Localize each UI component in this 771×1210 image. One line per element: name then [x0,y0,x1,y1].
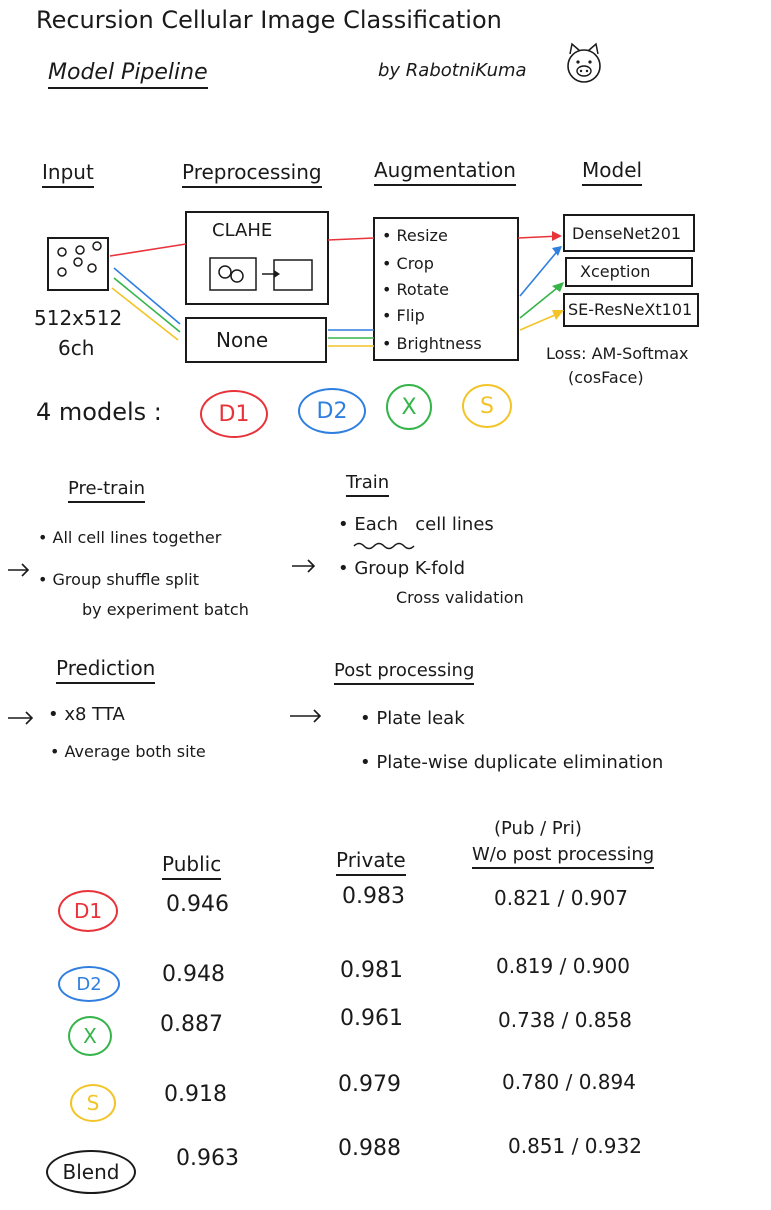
train-bullet: • Group K-fold [338,558,466,579]
row-badge-d1: D1 [58,890,118,932]
cell-wo: 0.819 / 0.900 [496,954,630,978]
badge-x: X [386,384,432,430]
prediction-bullet: • Average both site [50,742,206,761]
post-bullet: • Plate-wise duplicate elimination [360,752,664,773]
pretrain-bullet: • Group shuffle split [38,570,199,589]
cell-dot [57,267,67,277]
page-subtitle: Model Pipeline [48,60,208,89]
loss-label: Loss: AM-Softmax [546,344,689,363]
heading-postprocessing: Post processing [334,660,475,685]
input-image-box [47,237,109,291]
augmentation-box [373,217,519,361]
xception-box [565,257,693,287]
cell-private: 0.981 [340,958,403,983]
heading-augmentation: Augmentation [374,158,516,186]
models-count-label: 4 models : [36,398,162,426]
before-thumb [209,257,257,291]
pretrain-bullet: • All cell lines together [38,528,222,547]
train-bullet-cont: Cross validation [396,588,524,607]
cell-private: 0.983 [342,884,405,909]
page-title: Recursion Cellular Image Classification [36,6,502,34]
emphasis-squiggle [353,542,415,550]
arrow-head-icon [552,246,562,256]
pig-face-icon [567,42,601,83]
clahe-label: CLAHE [212,220,273,241]
cell-public: 0.963 [176,1146,239,1171]
cell-private: 0.961 [340,1006,403,1031]
red-path [109,243,187,257]
model-xception: Xception [580,262,651,281]
row-badge-x: X [68,1016,112,1056]
input-dims: 512x512 [34,306,123,330]
green-path [113,277,181,333]
aug-crop: • Crop [382,254,434,273]
col-private: Private [336,848,406,876]
loss-note: (cosFace) [568,368,644,387]
row-badge-s: S [70,1084,116,1122]
col-public: Public [162,852,222,880]
arrow-head-icon [552,282,564,292]
model-densenet: DenseNet201 [572,224,682,243]
arrow-head-icon [552,310,564,320]
cell-dot [75,245,85,255]
pretrain-bullet-cont: by experiment batch [82,600,249,619]
heading-input: Input [42,160,94,188]
cell-dot [92,241,102,251]
heading-preprocessing: Preprocessing [182,160,322,188]
arrow-head-icon [274,270,280,278]
cell-public: 0.948 [162,962,225,987]
cell-private: 0.979 [338,1072,401,1097]
cell-dot [57,247,67,257]
aug-brightness: • Brightness [382,334,482,353]
cell-public: 0.946 [166,892,229,917]
clahe-box [185,211,329,305]
blue-path [113,267,181,325]
cell-dot [87,263,97,273]
arrow-head-icon [552,231,562,241]
badge-s: S [462,384,512,428]
cell-wo: 0.780 / 0.894 [502,1070,636,1094]
none-label: None [216,328,269,352]
col-wo-post: W/o post processing [472,844,655,869]
aug-rotate: • Rotate [382,280,449,299]
results-note: (Pub / Pri) [494,818,582,839]
densenet-box [563,214,695,252]
cell-public: 0.887 [160,1012,223,1037]
yellow-path [111,287,179,341]
row-badge-d2: D2 [58,966,120,1002]
cell-dot [73,257,83,267]
heading-train: Train [346,472,390,497]
cell-wo: 0.821 / 0.907 [494,886,628,910]
train-bullet: • Each cell lines [338,514,494,535]
row-badge-blend: Blend [46,1150,136,1194]
after-thumb [273,259,313,291]
badge-d2: D2 [298,388,366,434]
heading-pretrain: Pre-train [68,478,146,503]
model-seresnext: SE-ResNeXt101 [568,300,693,319]
cell-public: 0.918 [164,1082,227,1107]
cell-private: 0.988 [338,1136,401,1161]
post-bullet: • Plate leak [360,708,465,729]
aug-resize: • Resize [382,226,448,245]
heading-model: Model [582,158,643,186]
byline: by RabotniKuma [378,60,527,81]
badge-d1: D1 [200,390,268,438]
aug-flip: • Flip [382,306,425,325]
none-box [185,317,327,363]
cell-wo: 0.851 / 0.932 [508,1134,642,1158]
prediction-bullet: • x8 TTA [48,704,125,725]
cell-wo: 0.738 / 0.858 [498,1008,632,1032]
heading-prediction: Prediction [56,656,156,684]
input-channels: 6ch [58,336,95,360]
